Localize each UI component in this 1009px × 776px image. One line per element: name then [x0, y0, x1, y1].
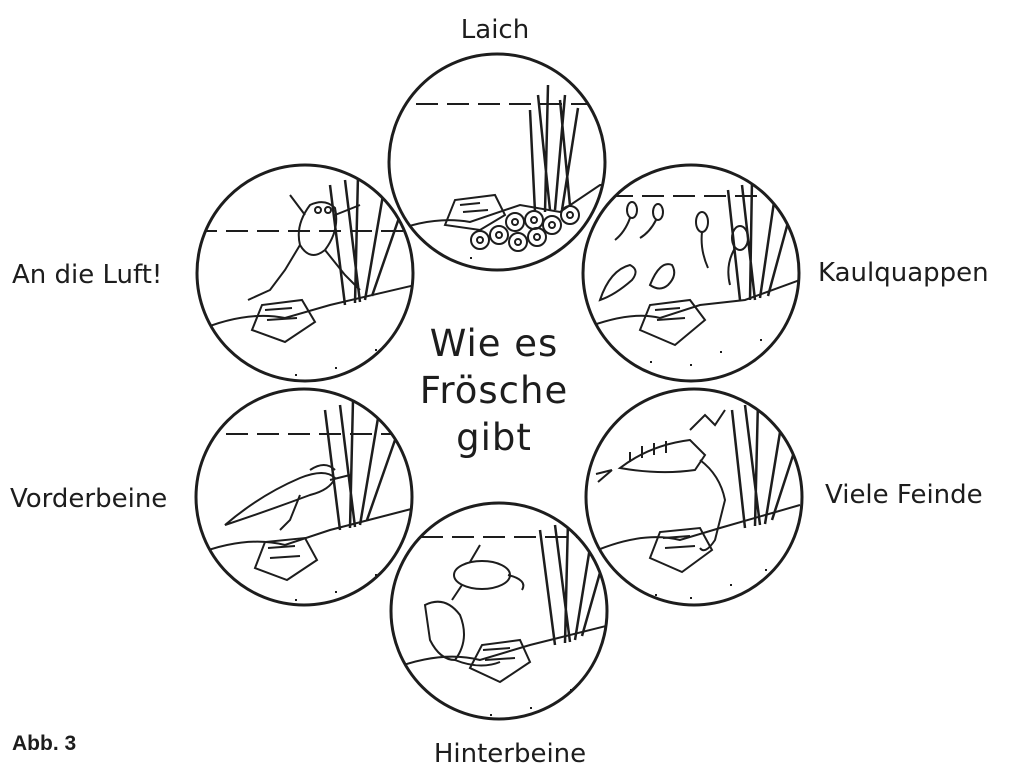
stage-circle-kaulquappen: [580, 165, 800, 381]
stage-label-kaulquappen: Kaulquappen: [818, 258, 989, 288]
figure-label: Abb. 3: [12, 732, 76, 755]
stage-label-vorderbeine: Vorderbeine: [10, 484, 167, 514]
title-line-1: Wie es: [430, 322, 559, 365]
stage-label-laich: Laich: [461, 15, 529, 45]
stage-circle-hinterbeine: [390, 503, 610, 719]
stage-label-an-die-luft: An die Luft!: [12, 260, 162, 290]
stage-circle-vorderbeine: [195, 389, 415, 605]
spawn-eggs: [471, 206, 579, 251]
center-title: Wie es Frösche gibt: [420, 322, 568, 459]
stage-circle-viele-feinde: [586, 389, 802, 605]
stage-label-viele-feinde: Viele Feinde: [825, 480, 983, 510]
stage-circle-an-die-luft: [195, 165, 415, 381]
stage-label-hinterbeine: Hinterbeine: [434, 739, 586, 769]
title-line-3: gibt: [456, 416, 532, 459]
stage-circle-laich: [385, 54, 610, 270]
title-line-2: Frösche: [420, 369, 568, 412]
